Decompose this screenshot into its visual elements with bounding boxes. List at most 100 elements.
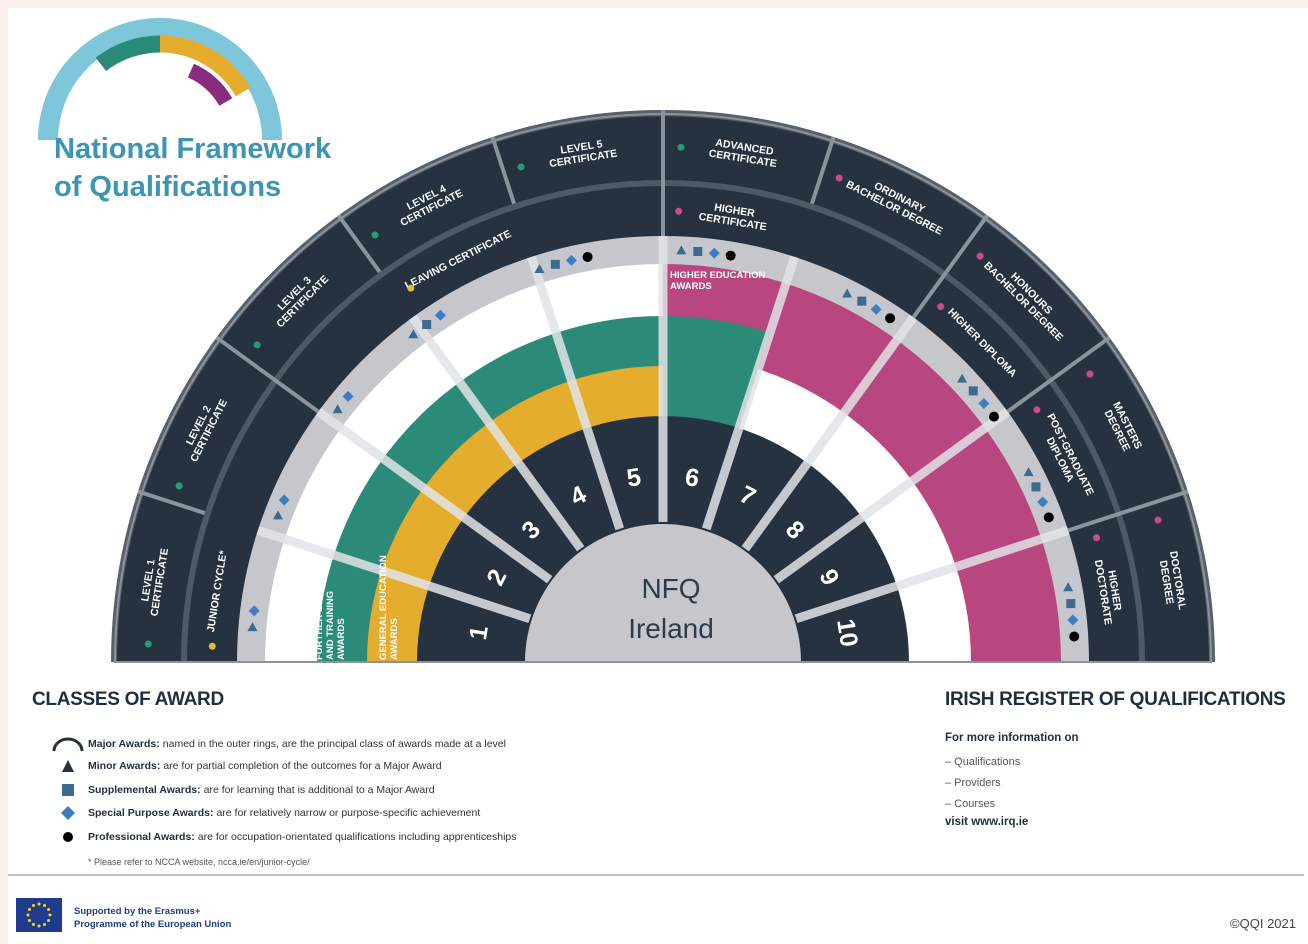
award-dot (371, 231, 379, 239)
legend-term: Professional Awards: (88, 831, 195, 843)
square-icon (1031, 482, 1041, 492)
eu-flag-icon (16, 898, 62, 932)
band-label-line: FURTHER EDUCATION (314, 556, 325, 660)
eu-star (27, 919, 31, 922)
irq-item: – Courses (945, 798, 996, 810)
legend-term: Special Purpose Awards: (88, 807, 214, 819)
center-label-nfq: NFQ (641, 573, 700, 604)
band-label-line: HIGHER EDUCATION (670, 270, 765, 281)
outer-divider (336, 214, 382, 274)
legend-term: Minor Awards: (88, 760, 161, 772)
eu-star (43, 923, 46, 927)
level-number: 10 (831, 617, 863, 649)
level-divider (794, 526, 1070, 624)
triangle-icon (842, 288, 853, 298)
band-label-line: GENERAL EDUCATION (378, 555, 389, 660)
legend-minor: Minor Awards: are for partial completion… (48, 756, 442, 776)
square-icon (550, 259, 560, 269)
logo-arc-green (95, 35, 161, 72)
irq-item: – Qualifications (945, 756, 1021, 768)
award-dot (1033, 406, 1041, 414)
award-dot (253, 341, 261, 349)
outer-divider (490, 136, 516, 205)
diamond-icon (708, 247, 720, 259)
center-label-ireland: Ireland (628, 613, 714, 644)
legend-desc: named in the outer rings, are the princi… (162, 738, 506, 750)
band-label-line: AWARDS (336, 618, 347, 660)
legend-term: Supplemental Awards: (88, 784, 201, 796)
legend-professional: Professional Awards: are for occupation-… (48, 827, 517, 847)
outer-divider (215, 335, 275, 381)
band-label-line: AWARDS (670, 281, 712, 292)
erasmus-line-1: Supported by the Erasmus+ (74, 906, 201, 917)
triangle-icon (247, 622, 258, 632)
inner-divider (1006, 377, 1055, 414)
square-icon (857, 296, 867, 306)
outer-divider (1120, 489, 1189, 515)
diamond-icon (978, 398, 990, 410)
circle-icon (725, 250, 736, 261)
square-icon (968, 386, 978, 396)
award-dot (937, 303, 945, 311)
level-divider (701, 255, 799, 531)
logo-arc-gold (159, 35, 251, 97)
triangle-icon (272, 510, 283, 520)
eu-star (32, 923, 35, 927)
irq-info: For more information on – Qualifications… (945, 732, 1079, 828)
logo-line-1: National Framework (54, 133, 332, 165)
award-dot (677, 143, 685, 151)
diamond-icon (342, 390, 354, 402)
circle-icon (988, 411, 999, 422)
outer-divider (1051, 335, 1111, 381)
arc-icon (52, 737, 84, 752)
eu-star (47, 919, 51, 922)
level-number: 1 (464, 624, 494, 642)
triangle-icon (62, 760, 74, 772)
irq-title: IRISH REGISTER OF QUALIFICATIONS (945, 689, 1286, 710)
circle-icon (885, 313, 896, 324)
legend-supplemental: Supplemental Awards: are for learning th… (48, 780, 435, 800)
diamond-icon (278, 494, 290, 506)
logo-arc-icon (38, 18, 282, 141)
level-number: 6 (683, 463, 701, 493)
triangle-icon (408, 329, 419, 339)
level-divider (527, 255, 625, 531)
award-dot (675, 207, 683, 215)
award-dot (144, 640, 152, 648)
outer-divider (944, 214, 990, 274)
eu-star (37, 924, 41, 928)
junior-cycle-footnote: * Please refer to NCCA website, ncca.ie/… (88, 857, 310, 867)
irq-visit-link[interactable]: visit www.irq.ie (945, 816, 1029, 828)
logo-title: National Framework of Qualifications (54, 130, 331, 206)
inner-divider (271, 377, 320, 414)
diamond-icon (1067, 614, 1079, 626)
logo-arc-purple (187, 63, 233, 106)
diamond-icon (434, 309, 446, 321)
nfq-poster: { "logo": { "line1": "National Framework… (8, 8, 1308, 944)
inner-divider (911, 270, 948, 319)
triangle-icon (1063, 582, 1074, 592)
erasmus-line-2: Programme of the European Union (74, 919, 232, 930)
diamond-icon (870, 303, 882, 315)
square-icon (693, 246, 703, 256)
diamond-icon (565, 254, 577, 266)
inner-divider (1067, 511, 1123, 533)
eu-star (32, 903, 35, 907)
level-divider (741, 314, 918, 552)
award-dot (976, 252, 984, 260)
award-dot (1154, 516, 1162, 524)
logo-line-2: of Qualifications (54, 171, 282, 203)
legend-desc: are for occupation-orientated qualificat… (197, 831, 517, 843)
award-dot (175, 482, 183, 490)
irq-intro: For more information on (945, 732, 1079, 744)
diamond-icon (248, 605, 260, 617)
triangle-icon (957, 373, 968, 383)
eu-star (47, 908, 51, 911)
eu-star (27, 908, 31, 911)
level-divider (408, 314, 585, 552)
legend-desc: are for partial completion of the outcom… (163, 760, 442, 772)
award-dot (1086, 370, 1094, 378)
footer-divider (8, 874, 1304, 876)
